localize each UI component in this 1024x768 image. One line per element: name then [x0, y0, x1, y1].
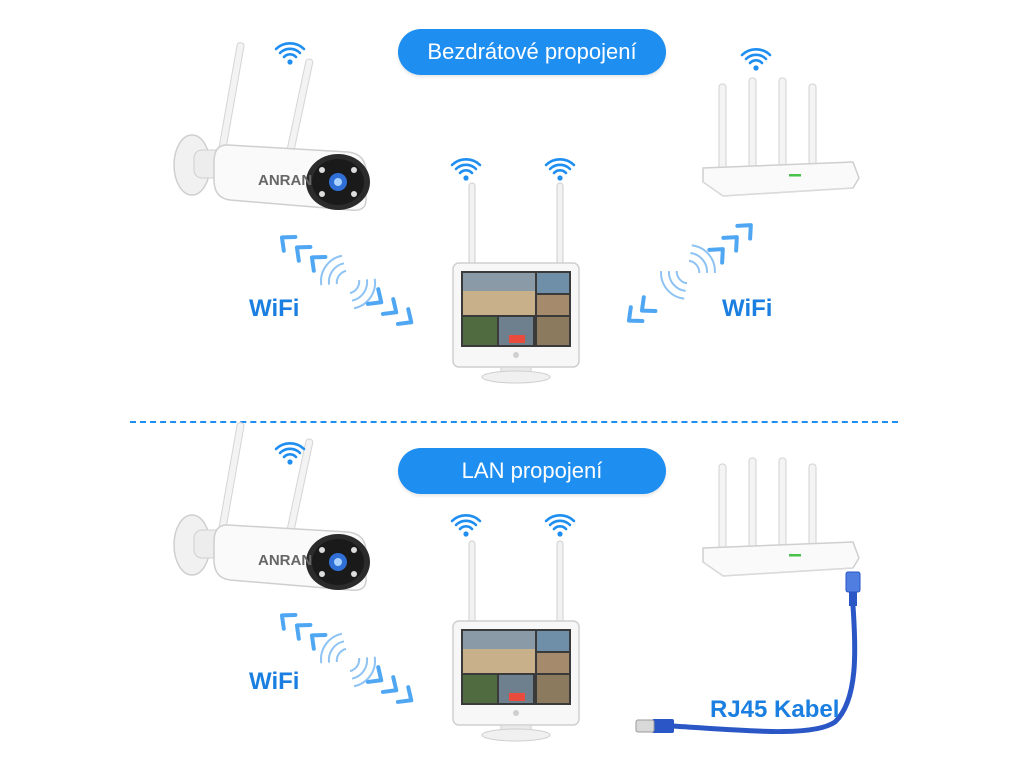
nvr-top-wifi-icon-right [544, 157, 576, 182]
bottom-left-wifi-label: WiFi [249, 668, 300, 695]
router-top [702, 77, 860, 197]
camera-brand-label: ANRAN [258, 172, 312, 189]
router-top-wifi-icon [740, 47, 772, 72]
nvr-bottom-wifi-icon-right [544, 513, 576, 538]
top-right-wifi-label: WiFi [722, 295, 773, 322]
section-divider [130, 421, 898, 423]
top-left-wifi-label: WiFi [249, 295, 300, 322]
camera-bottom: ANRAN [173, 421, 371, 592]
rj45-cable-label: RJ45 Kabel [710, 696, 840, 723]
nvr-top-wifi-icon-left [450, 157, 482, 182]
nvr-bottom-wifi-icon-left [450, 513, 482, 538]
wireless-connection-title: Bezdrátové propojení [398, 29, 666, 75]
camera-bottom-wifi-icon [274, 441, 306, 466]
camera-top-wifi-icon [274, 41, 306, 66]
nvr-bottom [452, 540, 580, 742]
camera-brand-label-bottom: ANRAN [258, 552, 312, 569]
nvr-top [452, 182, 580, 384]
camera-top: ANRAN [173, 41, 371, 212]
router-bottom [702, 457, 860, 577]
lan-connection-title: LAN propojení [398, 448, 666, 494]
rj45-cable [635, 571, 861, 735]
